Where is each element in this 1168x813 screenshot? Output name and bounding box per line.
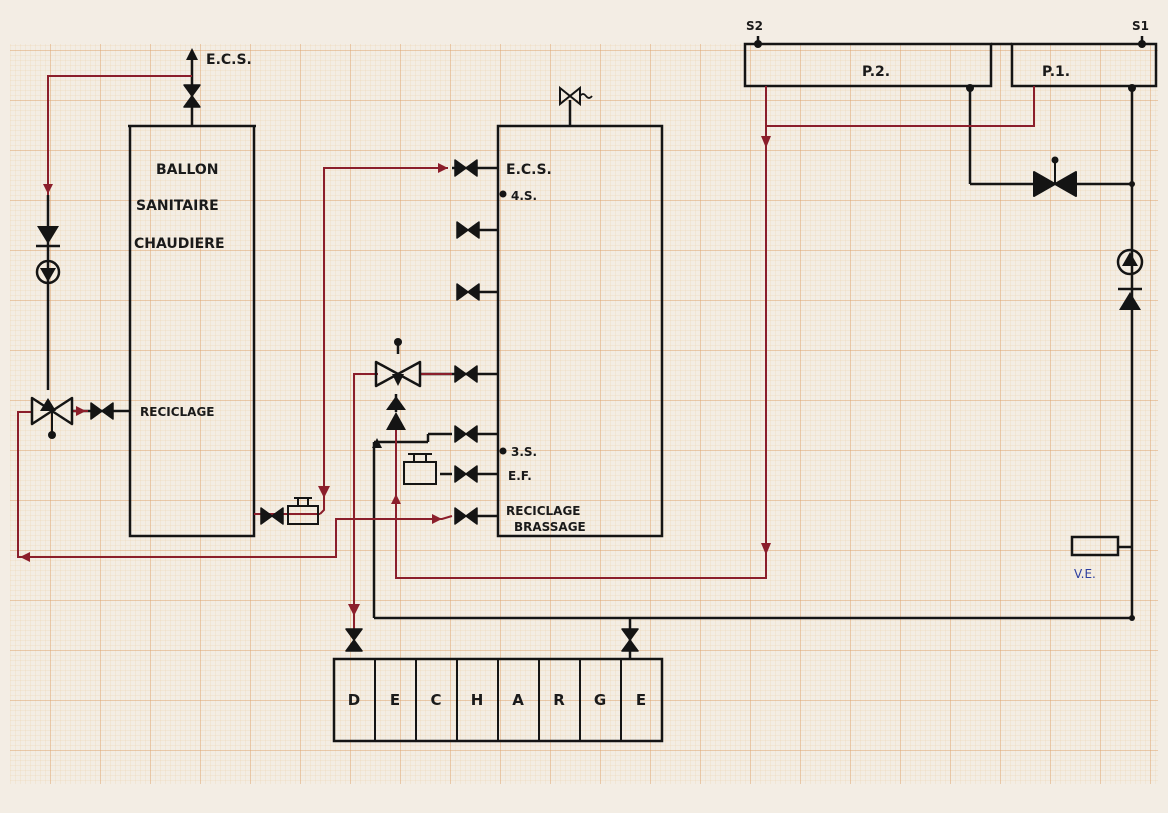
mixer-left-icon: [287, 497, 319, 525]
decharge-letter: C: [430, 691, 441, 709]
brassage-label: BRASSAGE: [514, 520, 586, 534]
s2-label: S2: [746, 19, 763, 33]
red-pipes: [17, 75, 1035, 632]
decharge-letter: A: [512, 691, 524, 709]
reciclage-left-label: RECICLAGE: [140, 405, 215, 419]
left-pump-icon: [35, 259, 61, 285]
decharge-letter: G: [594, 691, 606, 709]
decharge-letter: E: [390, 691, 400, 709]
left-three-way-valve: [30, 396, 74, 439]
p1-label: P.1.: [1042, 64, 1070, 80]
decharge-letter: D: [348, 691, 360, 709]
reciclage-right-label: RECICLAGE: [506, 504, 581, 518]
storage-tank: [496, 124, 664, 538]
p1-box: [1010, 42, 1158, 88]
p1-bypass-valve: [1033, 156, 1077, 197]
ballon-label-1: BALLON: [156, 162, 218, 178]
ballon-tank: [128, 126, 256, 538]
ef-label: E.F.: [508, 469, 532, 483]
center-three-way-valve: [374, 338, 422, 430]
decharge-letter: H: [471, 691, 484, 709]
p2-box: [743, 42, 993, 88]
decharge-letter: E: [636, 691, 646, 709]
flow-arrows: [20, 136, 771, 616]
ecs-tank-label: E.C.S.: [506, 162, 552, 178]
s1-label: S1: [1132, 19, 1149, 33]
black-arrows: [186, 48, 382, 448]
air-vent-icon: [559, 85, 593, 107]
p2-label: P.2.: [862, 64, 890, 80]
expansion-vessel: [1070, 535, 1120, 557]
right-check-valve: [1118, 287, 1142, 310]
right-pump-icon: [1116, 248, 1144, 276]
graph-paper-major: [10, 44, 1158, 784]
ecs-top-label: E.C.S.: [206, 52, 252, 68]
junction-dots: [499, 40, 1146, 621]
ve-label: V.E.: [1074, 567, 1096, 581]
mixer-ef-icon: [403, 453, 437, 485]
ballon-label-2: SANITAIRE: [136, 198, 219, 214]
decharge-letter: R: [553, 691, 565, 709]
s3-label: 3.S.: [511, 445, 537, 459]
ballon-label-3: CHAUDIERE: [134, 236, 225, 252]
s4-label: 4.S.: [511, 189, 537, 203]
left-check-valve: [36, 226, 60, 248]
